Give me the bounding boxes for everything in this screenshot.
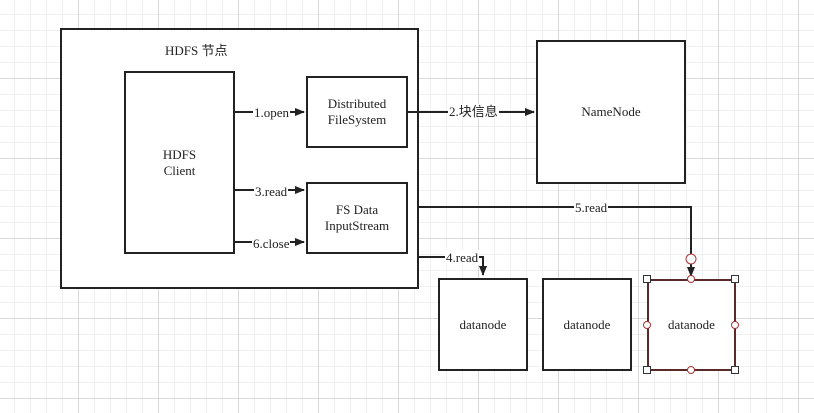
fs-data-inputstream-node[interactable]: FS Data InputStream (306, 182, 408, 254)
connection-point-top[interactable] (687, 275, 695, 283)
namenode-node[interactable]: NameNode (536, 40, 686, 184)
resize-handle-bottom-right[interactable] (731, 366, 739, 374)
edge-label-read-5: 5.read (574, 200, 609, 215)
connection-point-right[interactable] (731, 321, 739, 329)
edge-label-read-3: 3.read (254, 184, 289, 199)
edge-read-5[interactable] (419, 206, 695, 277)
edge-endpoint-handle[interactable] (685, 253, 697, 265)
edge-label-open: 1.open (253, 105, 291, 120)
edge-label-block-info: 2.块信息 (448, 104, 499, 119)
hdfs-node-title: HDFS 节点 (165, 43, 228, 58)
datanode-1[interactable]: datanode (438, 278, 528, 371)
resize-handle-top-left[interactable] (643, 275, 651, 283)
resize-handle-top-right[interactable] (731, 275, 739, 283)
distributed-filesystem-node[interactable]: Distributed FileSystem (306, 76, 408, 148)
connection-point-bottom[interactable] (687, 366, 695, 374)
resize-handle-bottom-left[interactable] (643, 366, 651, 374)
edge-label-read-4: 4.read (445, 250, 480, 265)
connection-point-left[interactable] (643, 321, 651, 329)
datanode-2[interactable]: datanode (542, 278, 632, 371)
hdfs-client-node[interactable]: HDFS Client (124, 71, 235, 254)
edge-label-close: 6.close (252, 236, 291, 251)
edge-read-4[interactable] (419, 256, 487, 276)
